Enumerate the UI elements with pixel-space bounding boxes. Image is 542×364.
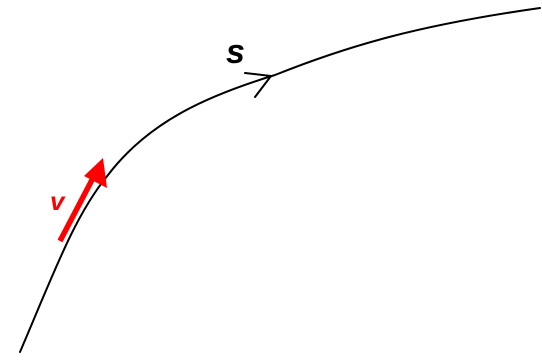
- trajectory-curve: [19, 7, 541, 353]
- velocity-vector-arrowhead: [84, 158, 107, 188]
- velocity-vector-shaft: [57, 176, 96, 243]
- path-direction-arrowhead: [244, 72, 273, 98]
- path-label: s: [226, 33, 245, 71]
- velocity-label: v: [50, 186, 65, 216]
